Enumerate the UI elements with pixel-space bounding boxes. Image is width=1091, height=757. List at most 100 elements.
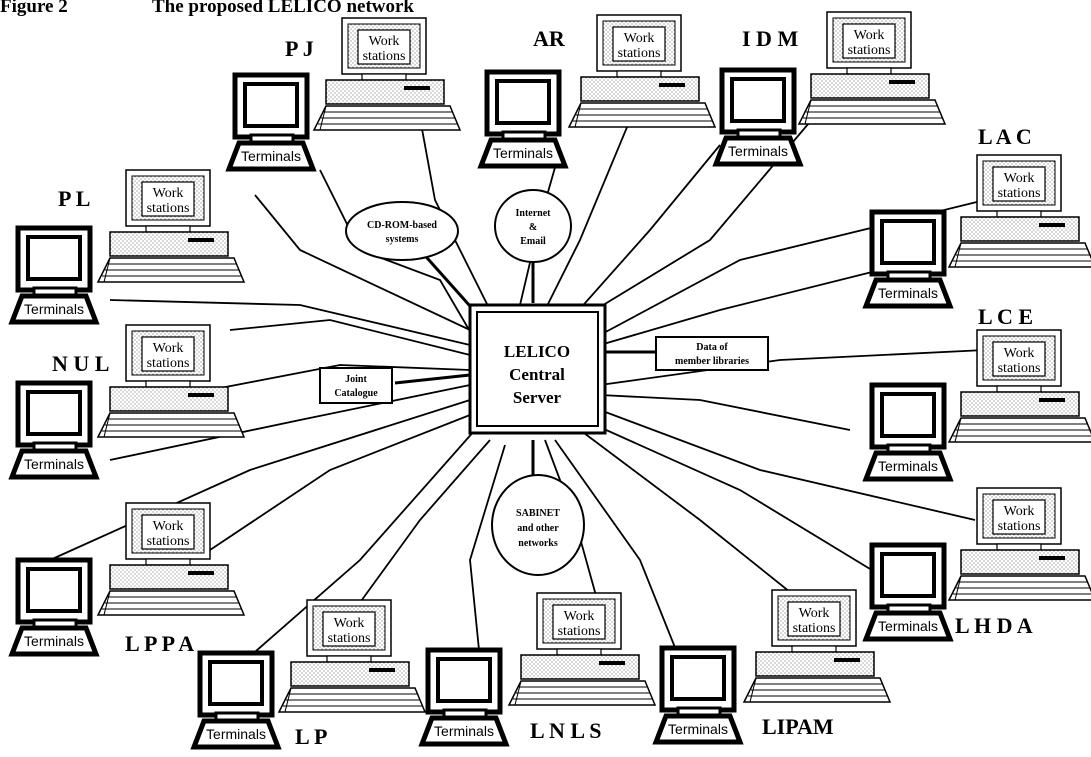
library-label: P J xyxy=(285,36,314,61)
workstation-label-line1: Work xyxy=(1004,504,1035,519)
library-label: N U L xyxy=(52,351,109,376)
workstation-label-line1: Work xyxy=(153,186,184,201)
sabinet-ellipse: SABINET and other networks xyxy=(491,474,585,576)
workstation-label-line1: Work xyxy=(854,28,885,43)
terminal: Terminals xyxy=(12,383,96,477)
internet-label-line2: & xyxy=(529,222,537,233)
catalogue-label-line1: Joint xyxy=(345,374,367,385)
cdrom-ellipse: CD-ROM-based systems xyxy=(345,201,459,261)
terminal: Terminals xyxy=(422,650,506,744)
workstation-label-line2: stations xyxy=(618,46,661,61)
workstation-label-line1: Work xyxy=(799,606,830,621)
terminal: Terminals xyxy=(716,70,800,164)
workstation-label-line2: stations xyxy=(793,621,836,636)
terminal-label: Terminals xyxy=(878,285,938,301)
terminal: Terminals xyxy=(229,75,313,169)
terminal: Terminals xyxy=(12,560,96,654)
terminal: Terminals xyxy=(866,385,950,479)
figure-title: The proposed LELICO network xyxy=(152,0,414,17)
library-label: L A C xyxy=(978,124,1032,149)
workstation-label-line2: stations xyxy=(147,534,190,549)
sabinet-label-line1: SABINET xyxy=(516,508,560,519)
server-label-line2: Central xyxy=(509,365,565,384)
workstation-label-line1: Work xyxy=(153,341,184,356)
catalogue-label-line2: Catalogue xyxy=(334,388,378,399)
workstation-label-line1: Work xyxy=(153,519,184,534)
terminal-label: Terminals xyxy=(24,633,84,649)
terminal: Terminals xyxy=(481,72,565,166)
workstation-label-line2: stations xyxy=(147,201,190,216)
sabinet-label-line3: networks xyxy=(518,538,558,549)
workstation-label-line1: Work xyxy=(564,609,595,624)
library-label: LIPAM xyxy=(762,714,834,739)
data-box: Data of member libraries xyxy=(655,336,769,371)
workstation-label-line2: stations xyxy=(147,356,190,371)
workstation-label-line2: stations xyxy=(558,624,601,639)
terminal: Terminals xyxy=(12,228,96,322)
server-label-line3: Server xyxy=(513,388,562,407)
library-label: L H D A xyxy=(955,613,1033,638)
terminal-label: Terminals xyxy=(206,726,266,742)
cdrom-label-line2: systems xyxy=(386,234,419,245)
server-label-line1: LELICO xyxy=(504,342,570,361)
data-label-line1: Data of xyxy=(696,342,728,353)
workstation-label-line2: stations xyxy=(998,519,1041,534)
terminal-label: Terminals xyxy=(728,143,788,159)
catalogue-box: Joint Catalogue xyxy=(319,367,393,404)
figure-number: Figure 2 xyxy=(0,0,68,17)
library-label: L P xyxy=(295,724,327,749)
central-server: LELICO Central Server xyxy=(468,303,607,435)
terminal-label: Terminals xyxy=(668,721,728,737)
library-label: P L xyxy=(58,186,90,211)
workstation-label-line2: stations xyxy=(848,43,891,58)
internet-label-line3: Email xyxy=(520,236,546,247)
workstation-label-line1: Work xyxy=(369,34,400,49)
terminal: Terminals xyxy=(866,545,950,639)
terminal: Terminals xyxy=(194,653,278,747)
library-label: L N L S xyxy=(530,718,602,743)
workstation-label-line1: Work xyxy=(1004,171,1035,186)
workstation-label-line1: Work xyxy=(624,31,655,46)
workstation-label-line1: Work xyxy=(1004,346,1035,361)
terminal-label: Terminals xyxy=(878,618,938,634)
workstation-label-line2: stations xyxy=(998,186,1041,201)
library-label: I D M xyxy=(742,26,798,51)
terminal-label: Terminals xyxy=(241,148,301,164)
library-label: AR xyxy=(533,26,566,51)
library-label: L P P A xyxy=(125,631,194,656)
cdrom-label-line1: CD-ROM-based xyxy=(367,220,437,231)
terminal: Terminals xyxy=(866,212,950,306)
internet-ellipse: Internet & Email xyxy=(494,189,572,263)
workstation-label-line2: stations xyxy=(998,361,1041,376)
terminal: Terminals xyxy=(656,648,740,742)
terminal-label: Terminals xyxy=(24,456,84,472)
internet-label-line1: Internet xyxy=(516,208,552,219)
terminal-label: Terminals xyxy=(24,301,84,317)
terminal-label: Terminals xyxy=(878,458,938,474)
workstation-label-line1: Work xyxy=(334,616,365,631)
